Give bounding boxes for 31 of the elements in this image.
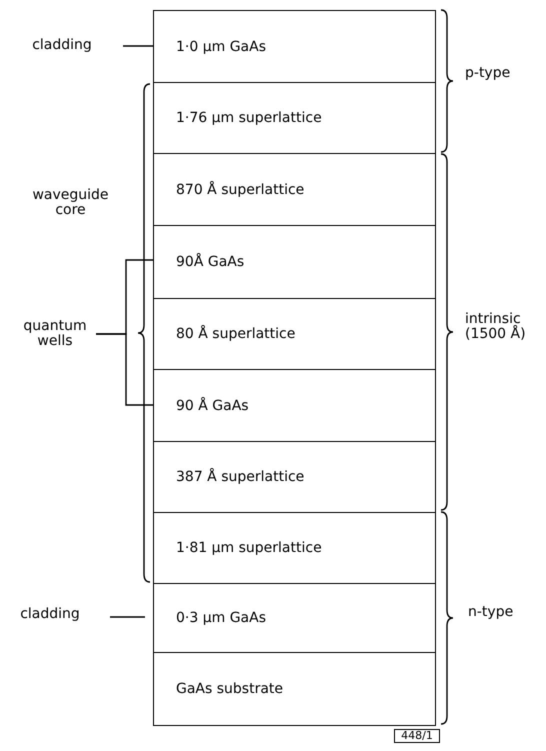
leader-line	[110, 616, 145, 618]
layer-label: 90Å GaAs	[176, 254, 244, 270]
side-label: cladding	[20, 606, 80, 622]
bracket-label: intrinsic (1500 Å)	[465, 312, 527, 343]
layer-box	[153, 225, 436, 300]
layer-label: 1·0 μm GaAs	[176, 38, 266, 55]
layer-label: 1·81 μm superlattice	[176, 540, 322, 556]
layer-label: 80 Å superlattice	[176, 326, 296, 342]
layer-label: GaAs substrate	[176, 680, 284, 697]
layer-box	[153, 10, 436, 84]
bracket-label: waveguide core	[31, 188, 110, 219]
side-label: cladding	[32, 38, 92, 52]
layer-box	[153, 369, 436, 443]
layer-label: 387 Å superlattice	[176, 469, 304, 486]
figure-number: 448/1	[394, 729, 440, 744]
leader-line	[96, 333, 153, 406]
layer-box	[153, 82, 436, 155]
layer-label: 90 Å GaAs	[176, 398, 249, 414]
bracket-label: n-type	[468, 605, 514, 620]
layer-label: 0·3 μm GaAs	[176, 610, 266, 626]
leader-line	[123, 45, 153, 47]
layer-box	[153, 652, 436, 726]
layer-box	[153, 512, 436, 585]
layer-label: 870 Å superlattice	[176, 182, 304, 198]
layer-label: 1·76 μm superlattice	[176, 110, 322, 126]
layer-box	[153, 298, 436, 371]
layer-box	[153, 153, 436, 227]
layer-box	[153, 583, 436, 654]
side-label: quantum wells	[22, 319, 88, 349]
bracket-label: p-type	[465, 66, 512, 82]
layer-box	[153, 441, 436, 514]
